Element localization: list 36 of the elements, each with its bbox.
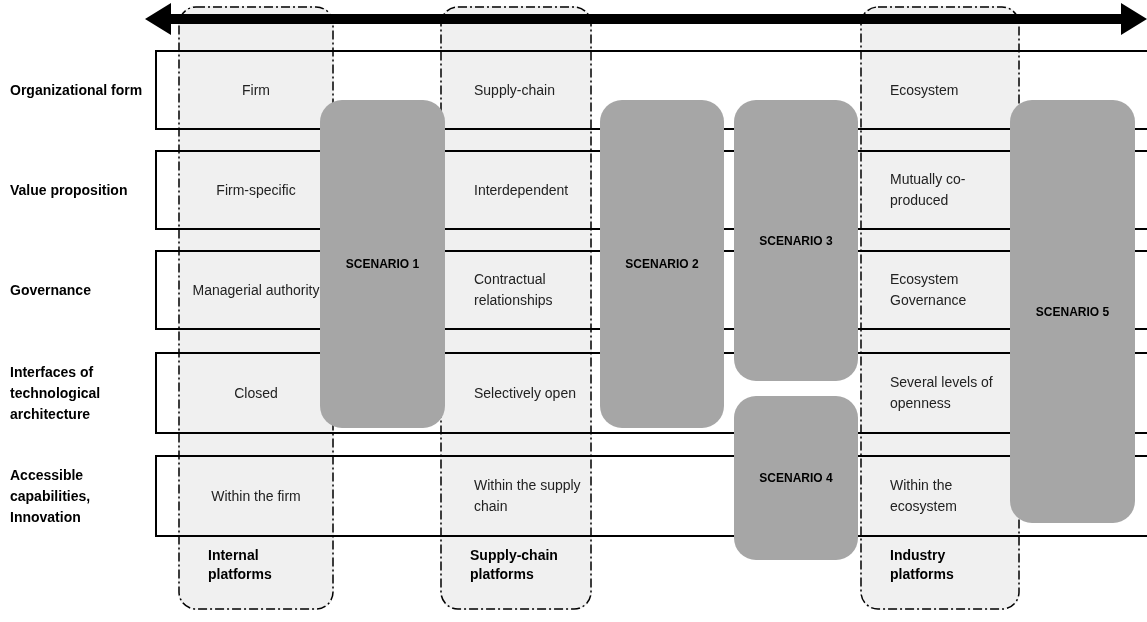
scenario-label: SCENARIO 3 — [758, 232, 834, 249]
scenario-box — [734, 396, 858, 560]
cell-text: Mutually co-produced — [890, 170, 967, 210]
cell-text: Interdependent — [474, 180, 569, 200]
cell-text: Contractual relationships — [474, 270, 554, 310]
scenario-box — [600, 100, 724, 428]
scenario-label: SCENARIO 4 — [758, 470, 834, 486]
cell-text: Firm-specific — [216, 180, 296, 200]
cell-text: Within the ecosystem — [890, 476, 958, 516]
cell-text: Within the supply chain — [474, 476, 582, 516]
scenario-box — [734, 100, 858, 381]
scenario-label: SCENARIO 5 — [1034, 303, 1111, 320]
column-panel — [178, 6, 334, 610]
cell-text: Supply-chain — [474, 80, 555, 100]
cell-text: Several levels of openness — [890, 373, 994, 413]
column-panel — [440, 6, 592, 610]
scenario-box — [320, 100, 445, 428]
column-label: Supply-chain platforms — [470, 546, 559, 584]
column-label: Industry platforms — [890, 546, 955, 584]
scenario-label: SCENARIO 1 — [344, 256, 421, 272]
cell-text: Managerial authority — [192, 280, 320, 300]
cell-text: Ecosystem — [890, 80, 959, 100]
scenario-box — [1010, 100, 1135, 523]
column-label: Internal platforms — [208, 546, 273, 584]
row-label: Accessible capabilities, Innovation — [10, 465, 92, 527]
row-label: Interfaces of technological architecture — [10, 362, 102, 424]
scenario-label: SCENARIO 2 — [624, 256, 700, 272]
cell-text: Selectively open — [474, 383, 576, 403]
cell-text: Ecosystem Governance — [890, 270, 968, 310]
column-panel — [860, 6, 1020, 610]
cell-text: Closed — [234, 383, 278, 403]
row-label: Value proposition — [10, 180, 129, 200]
cell-text: Firm — [242, 80, 270, 100]
cell-text: Within the firm — [211, 486, 301, 506]
row-label: Governance — [10, 280, 92, 300]
row-label: Organizational form — [10, 80, 144, 100]
